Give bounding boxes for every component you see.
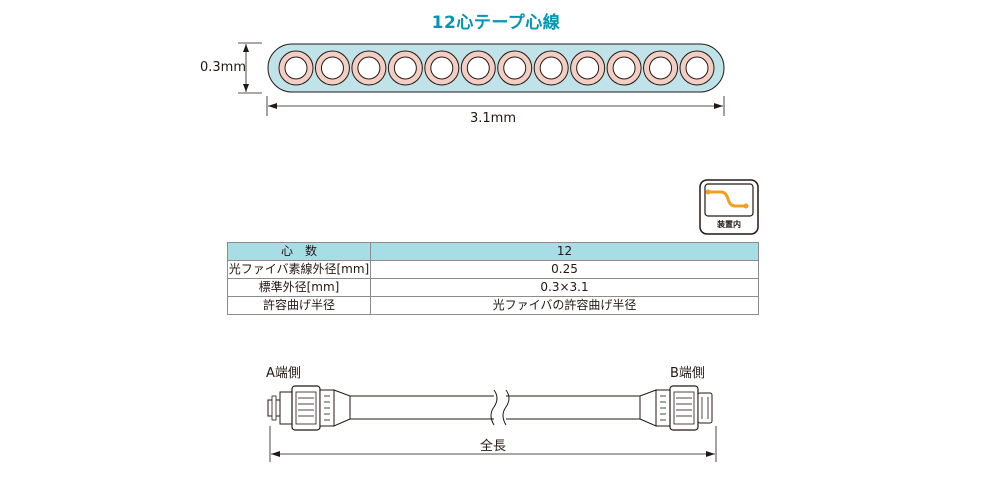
height-dimension (238, 42, 262, 94)
connector-b (639, 385, 713, 431)
break-mark-left (490, 389, 498, 426)
height-label: 0.3mm (200, 60, 247, 75)
length-dimension (269, 426, 717, 462)
fiber-core (576, 56, 600, 80)
diagram-title: 12心テープ心線 (431, 13, 561, 33)
width-label: 3.1mm (470, 111, 517, 126)
connector-a (267, 385, 351, 431)
fiber-core (539, 56, 563, 80)
table-header-row: 心 数 12 (227, 242, 759, 261)
fiber-core (393, 56, 417, 80)
table-cell-key: 許容曲げ半径 (227, 296, 371, 315)
end-b-label: B端側 (670, 366, 705, 381)
table-cell-value: 光ファイバの許容曲げ半径 (370, 296, 759, 315)
table-row: 光ファイバ素線外径[mm] 0.25 (227, 260, 759, 279)
table-cell-value: 0.3×3.1 (370, 278, 759, 297)
table-cell-value: 12 (370, 242, 759, 261)
table-row: 許容曲げ半径 光ファイバの許容曲げ半径 (227, 296, 759, 315)
fiber-core (430, 56, 454, 80)
fiber-group (278, 50, 715, 86)
fiber-core (284, 56, 308, 80)
fiber-core (503, 56, 527, 80)
end-a-label: A端側 (266, 366, 301, 381)
spec-table: 心 数 12 光ファイバ素線外径[mm] 0.25 標準外径[mm] 0.3×3… (227, 242, 759, 315)
fiber-core (466, 56, 490, 80)
fiber-core (612, 56, 636, 80)
cable-assembly (267, 385, 717, 462)
table-cell-key: 標準外径[mm] (227, 278, 371, 297)
break-mark-right (502, 389, 510, 426)
table-cell-value: 0.25 (370, 260, 759, 279)
fiber-core (357, 56, 381, 80)
ribbon-body (267, 43, 725, 93)
table-cell-key: 心 数 (227, 242, 371, 261)
fiber-core (685, 56, 709, 80)
table-row: 標準外径[mm] 0.3×3.1 (227, 278, 759, 297)
table-cell-key: 光ファイバ素線外径[mm] (227, 260, 371, 279)
indoor-routing-icon (699, 179, 759, 235)
badge-label: 装置内 (717, 220, 741, 229)
fiber-core (320, 56, 344, 80)
width-dimension (266, 96, 725, 116)
fiber-core (649, 56, 673, 80)
length-label: 全長 (480, 439, 507, 454)
